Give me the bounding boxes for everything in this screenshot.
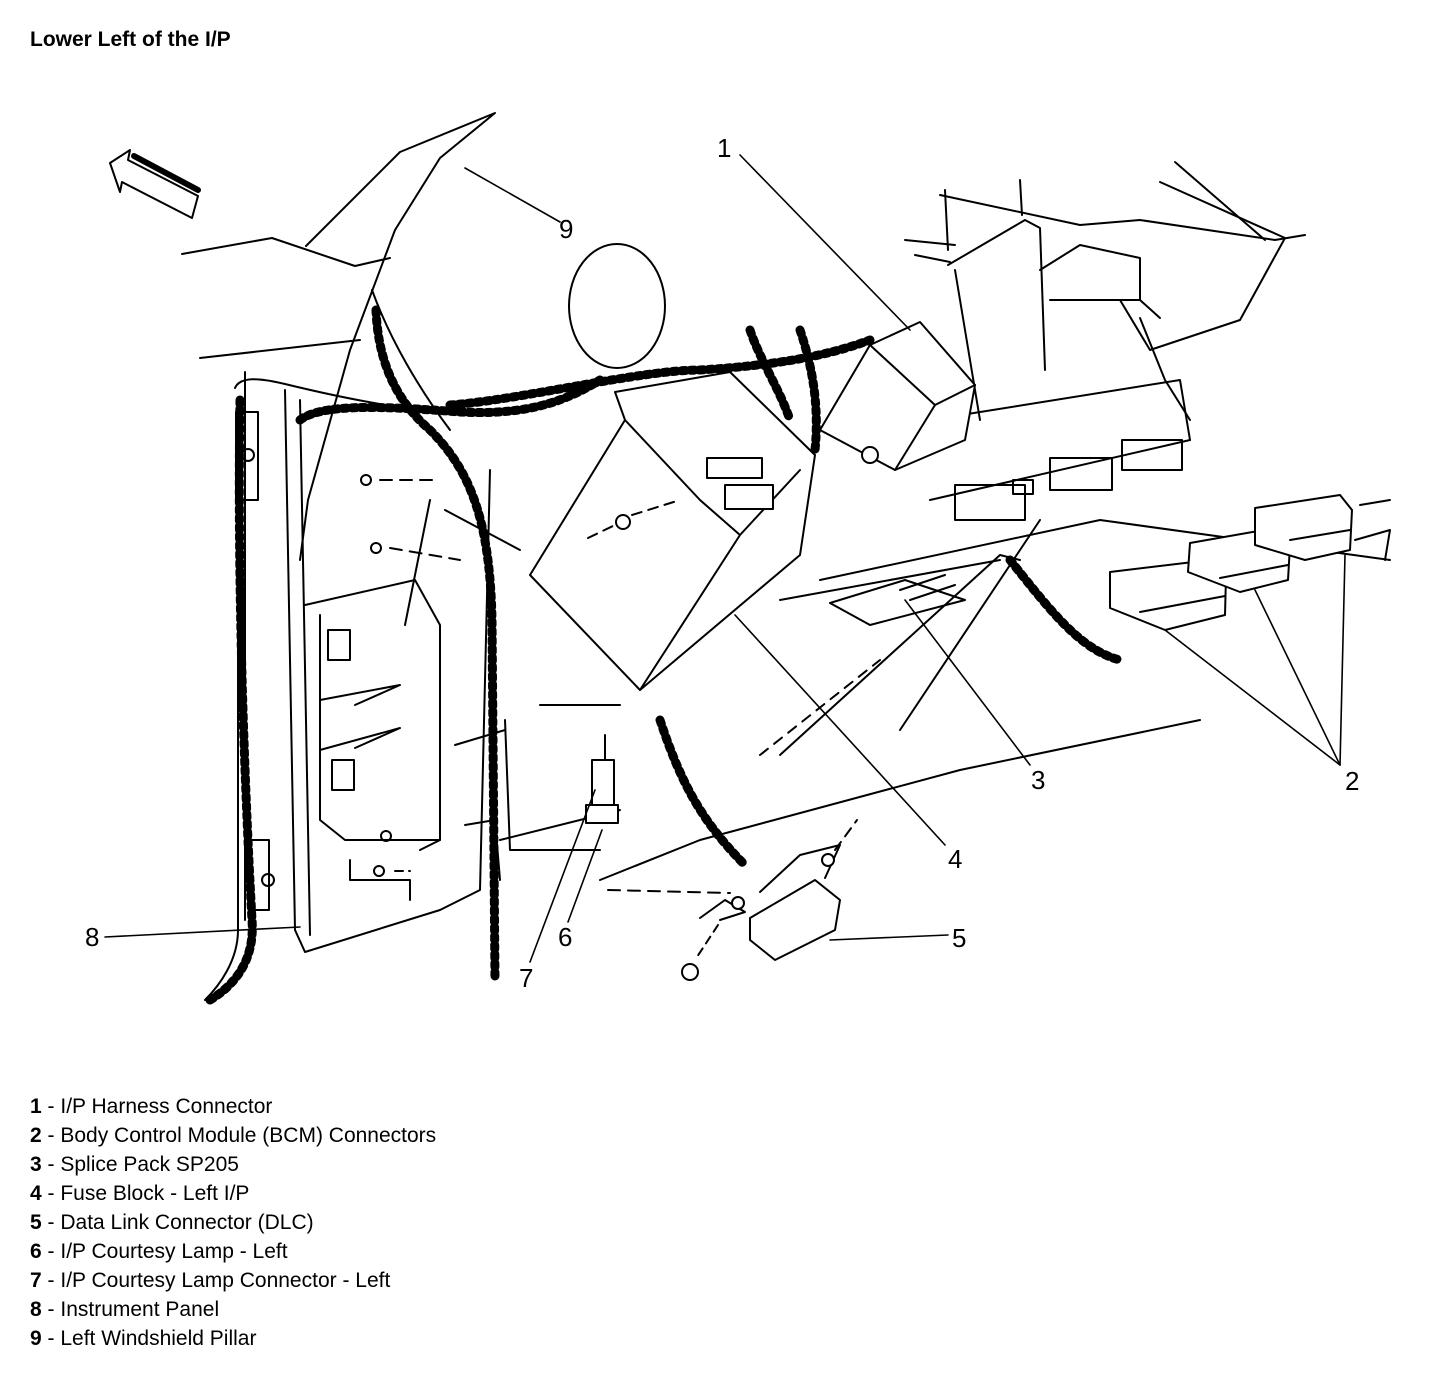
wiring-harness	[210, 310, 1120, 1000]
windshield-pillar	[182, 113, 495, 560]
gauge-opening	[569, 244, 665, 368]
callout-2: 2	[1345, 766, 1359, 796]
callout-7: 7	[519, 963, 533, 993]
parts-legend: 1 - I/P Harness Connector 2 - Body Contr…	[30, 1092, 436, 1353]
dash-connector-slots	[955, 440, 1182, 520]
exploded-view-drawing: 1 2 3 4 5 6 7 8 9	[85, 60, 1440, 1070]
callout-3: 3	[1031, 765, 1045, 795]
diagram-title: Lower Left of the I/P	[30, 28, 231, 51]
callout-labels: 1 2 3 4 5 6 7 8 9	[85, 133, 1359, 993]
legend-item: 8 - Instrument Panel	[30, 1298, 220, 1321]
legend-item: 6 - I/P Courtesy Lamp - Left	[30, 1240, 288, 1263]
leader-lines	[105, 155, 1345, 962]
courtesy-lamp-assembly	[540, 705, 620, 823]
callout-1: 1	[717, 133, 731, 163]
callout-8: 8	[85, 922, 99, 952]
legend-item: 3 - Splice Pack SP205	[30, 1153, 239, 1176]
legend-item: 7 - I/P Courtesy Lamp Connector - Left	[30, 1269, 391, 1292]
legend-item: 4 - Fuse Block - Left I/P	[30, 1182, 250, 1205]
callout-5: 5	[952, 923, 966, 953]
fuse-block	[530, 372, 815, 690]
instrument-panel	[205, 372, 600, 1000]
callout-9: 9	[559, 214, 573, 244]
callout-4: 4	[948, 844, 962, 874]
splice-pack	[760, 520, 1040, 755]
callout-6: 6	[558, 922, 572, 952]
data-link-connector	[608, 820, 857, 980]
legend-item: 1 - I/P Harness Connector	[30, 1095, 273, 1118]
forward-arrow-icon	[110, 150, 198, 218]
ip-harness-connector	[820, 322, 975, 470]
legend-item: 9 - Left Windshield Pillar	[30, 1327, 257, 1350]
bcm-connectors	[1110, 495, 1352, 630]
legend-item: 5 - Data Link Connector (DLC)	[30, 1211, 314, 1234]
legend-item: 2 - Body Control Module (BCM) Connectors	[30, 1124, 437, 1147]
